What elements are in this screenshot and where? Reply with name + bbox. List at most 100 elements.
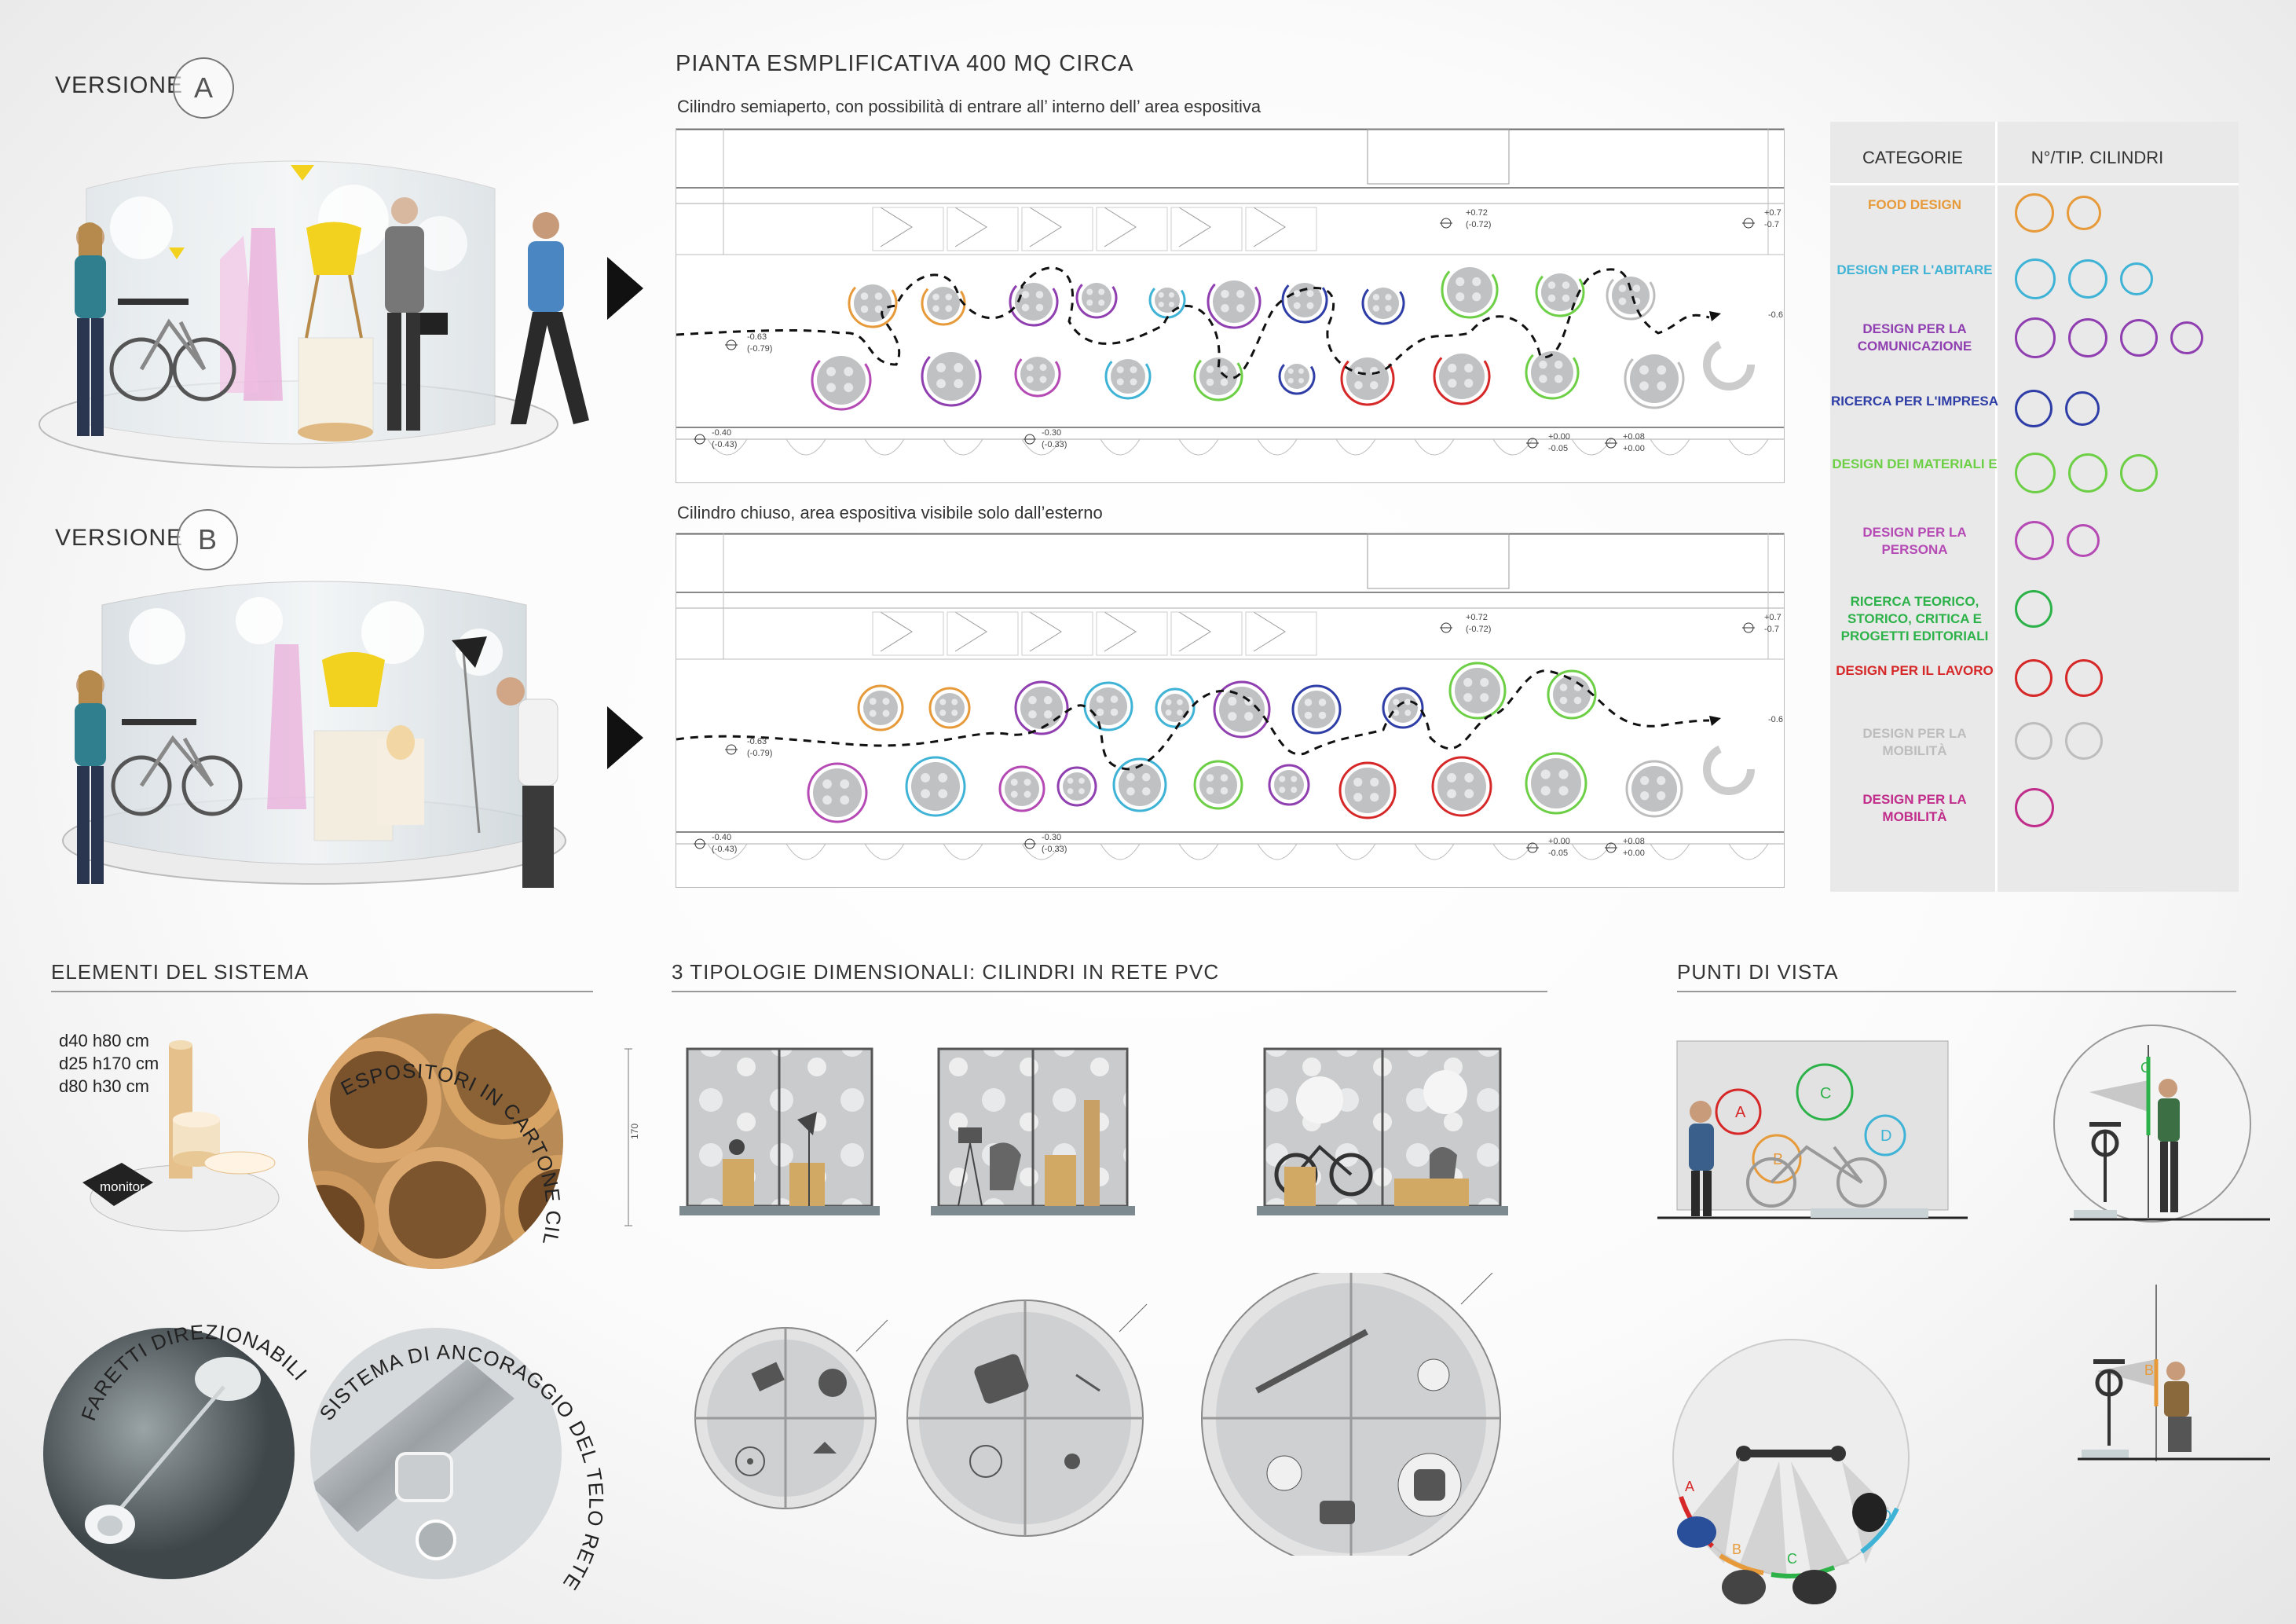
floor-plan-b: +0.72 (-0.72) +0.7 -0.7 -0.63 (-0.79) -0.40 (-0… xyxy=(676,533,1785,888)
legend-cylinder-icons xyxy=(2015,722,2103,760)
svg-text:B: B xyxy=(1732,1542,1741,1557)
plan-subtitle-a: Cilindro semiaperto, con possibilità di … xyxy=(677,97,1262,116)
viewpoints-diagrams: A C B D C A B C D B xyxy=(1657,1025,2270,1604)
svg-text:A: A xyxy=(1685,1479,1694,1494)
cylinder-ring-icon xyxy=(2065,391,2100,426)
legend-category-label: DESIGN PER LA COMUNICAZIONE xyxy=(1857,321,1972,354)
svg-text:+0.7: +0.7 xyxy=(1764,613,1782,622)
svg-text:(-0.72): (-0.72) xyxy=(1466,220,1491,229)
svg-text:+0.00: +0.00 xyxy=(1623,849,1645,858)
legend-category-label: RICERCA PER L'IMPRESA xyxy=(1830,394,1999,409)
svg-text:-0.63: -0.63 xyxy=(747,332,767,342)
legend-cylinder-icons xyxy=(2015,788,2054,827)
version-b-badge: B xyxy=(177,509,238,570)
section-title-tipologie: 3 TIPOLOGIE DIMENSIONALI: CILINDRI IN RE… xyxy=(672,960,1547,992)
cylinder-ring-icon xyxy=(2120,454,2158,492)
dim-label: d40 h80 cm xyxy=(59,1031,149,1050)
cylinder-ring-icon xyxy=(2015,659,2052,697)
legend-cylinder-icons xyxy=(2015,193,2101,233)
businessman-figure-a xyxy=(385,197,448,431)
svg-text:D: D xyxy=(1880,1127,1891,1145)
version-b-label: VERSIONE xyxy=(55,525,184,551)
legend-cylinder-icons xyxy=(2015,258,2153,299)
plan-title: PIANTA ESMPLIFICATIVA 400 MQ CIRCA xyxy=(676,51,1134,76)
svg-text:(-0.72): (-0.72) xyxy=(1466,625,1491,634)
svg-text:B: B xyxy=(2144,1362,2154,1378)
anchoring-profile-photo xyxy=(310,1328,562,1579)
cylinder-ring-icon xyxy=(2015,521,2054,560)
svg-text:SISTEMA DI ANCORAGGIO DEL TELO: SISTEMA DI ANCORAGGIO DEL TELO RETE PVC xyxy=(298,1289,608,1595)
peeking-man-figure-b xyxy=(496,677,558,888)
svg-text:+0.72: +0.72 xyxy=(1466,208,1488,218)
svg-text:(-0.33): (-0.33) xyxy=(1042,845,1067,854)
legend-category-label: DESIGN PER LA MOBILITÀ xyxy=(1862,792,1967,824)
legend-category-label: DESIGN PER L'ABITARE xyxy=(1836,262,1993,277)
svg-text:-0.05: -0.05 xyxy=(1548,849,1568,858)
svg-text:-0.7: -0.7 xyxy=(1764,625,1779,634)
svg-text:+0.08: +0.08 xyxy=(1623,432,1645,442)
floor-plan-a: +0.72(-0.72)+0.7-0.7-0.63(-0.79)-0.40(-0… xyxy=(676,128,1785,483)
cylinder-ring-icon xyxy=(2068,259,2107,299)
svg-text:-0.30: -0.30 xyxy=(1042,428,1061,438)
cylinder-ring-icon xyxy=(2065,722,2103,760)
cylinder-ring-icon xyxy=(2067,196,2101,230)
cylinder-ring-icon xyxy=(2015,390,2052,427)
svg-text:-0.40: -0.40 xyxy=(712,428,731,438)
plan-subtitle-b: Cilindro chiuso, area espositiva visibil… xyxy=(677,503,1103,522)
cylinder-plans xyxy=(694,1273,1501,1556)
cylinder-elements-illustration: monitor xyxy=(82,1040,280,1232)
cylinder-ring-icon xyxy=(2068,453,2107,493)
cylinder-ring-icon xyxy=(2068,318,2107,357)
svg-text:+0.72: +0.72 xyxy=(1466,613,1488,622)
cylinder-ring-icon xyxy=(2015,193,2054,233)
svg-text:(-0.79): (-0.79) xyxy=(747,749,772,758)
svg-text:+0.7: +0.7 xyxy=(1764,208,1782,218)
cylinder-elevations: 200 170 xyxy=(621,1047,1508,1226)
legend-cylinder-icons xyxy=(2015,590,2052,628)
svg-text:-0.40: -0.40 xyxy=(712,833,731,842)
cylinder-ring-icon xyxy=(2065,659,2103,697)
cylinder-ring-icon xyxy=(2015,453,2056,493)
walking-man-figure-a xyxy=(511,212,589,424)
version-a-label: VERSIONE xyxy=(55,72,184,98)
legend-category-label: DESIGN DEI MATERIALI E xyxy=(1832,456,1998,471)
svg-text:A: A xyxy=(1735,1104,1746,1121)
svg-text:(-0.79): (-0.79) xyxy=(747,344,772,354)
caption-espositori: ESPOSITORI IN CARTONE CILINDRICO xyxy=(283,986,566,1248)
arrow-right-icon xyxy=(607,257,643,320)
svg-text:FARETTI DIREZIONABILI: FARETTI DIREZIONABILI xyxy=(76,1320,312,1424)
svg-text:+0.00: +0.00 xyxy=(1548,432,1570,442)
svg-text:C: C xyxy=(1820,1085,1831,1102)
legend-cylinder-icons xyxy=(2015,317,2203,358)
legend-category-label: DESIGN PER IL LAVORO xyxy=(1836,663,1994,678)
svg-text:(-0.43): (-0.43) xyxy=(712,440,737,449)
caption-faretti: FARETTI DIREZIONABILI xyxy=(76,1320,312,1424)
legend-header-cylinders: N°/TIP. CILINDRI xyxy=(2031,148,2164,167)
monitor-label: monitor xyxy=(100,1179,145,1194)
legend-category-label: DESIGN PER LA PERSONA xyxy=(1862,525,1967,557)
svg-text:-0.30: -0.30 xyxy=(1042,833,1061,842)
svg-text:-0.63: -0.63 xyxy=(747,737,767,746)
svg-text:ESPOSITORI IN CARTONE CILINDRI: ESPOSITORI IN CARTONE CILINDRICO xyxy=(283,986,566,1248)
svg-text:200: 200 xyxy=(621,1124,623,1139)
cylinder-ring-icon xyxy=(2120,319,2158,357)
legend-category-label: RICERCA TEORICO, STORICO, CRITICA E PROG… xyxy=(1840,594,1989,643)
cylinder-ring-icon xyxy=(2120,262,2153,295)
cylinder-ring-icon xyxy=(2067,524,2100,557)
cylinder-ring-icon xyxy=(2170,321,2203,354)
cylinder-ring-icon xyxy=(2015,590,2052,628)
cylinder-ring-icon xyxy=(2015,722,2052,760)
legend-cylinder-icons xyxy=(2015,453,2158,493)
section-title-punti: PUNTI DI VISTA xyxy=(1677,960,2236,992)
dim-label: d80 h30 cm xyxy=(59,1076,149,1096)
legend-category-label: DESIGN PER LA MOBILITÀ xyxy=(1862,726,1967,758)
legend-cylinder-icons xyxy=(2015,390,2100,427)
floor-plan-drawing: +0.72 (-0.72) +0.7 -0.7 -0.63 (-0.79) -0.40 (-0… xyxy=(676,533,1784,887)
svg-text:-0.05: -0.05 xyxy=(1548,444,1568,453)
woman-figure-b xyxy=(75,669,106,884)
caption-sistema: SISTEMA DI ANCORAGGIO DEL TELO RETE PVC xyxy=(298,1289,608,1595)
legend-cylinder-icons xyxy=(2015,521,2100,560)
svg-text:+0.08: +0.08 xyxy=(1623,837,1645,846)
version-a-badge: A xyxy=(173,57,234,119)
